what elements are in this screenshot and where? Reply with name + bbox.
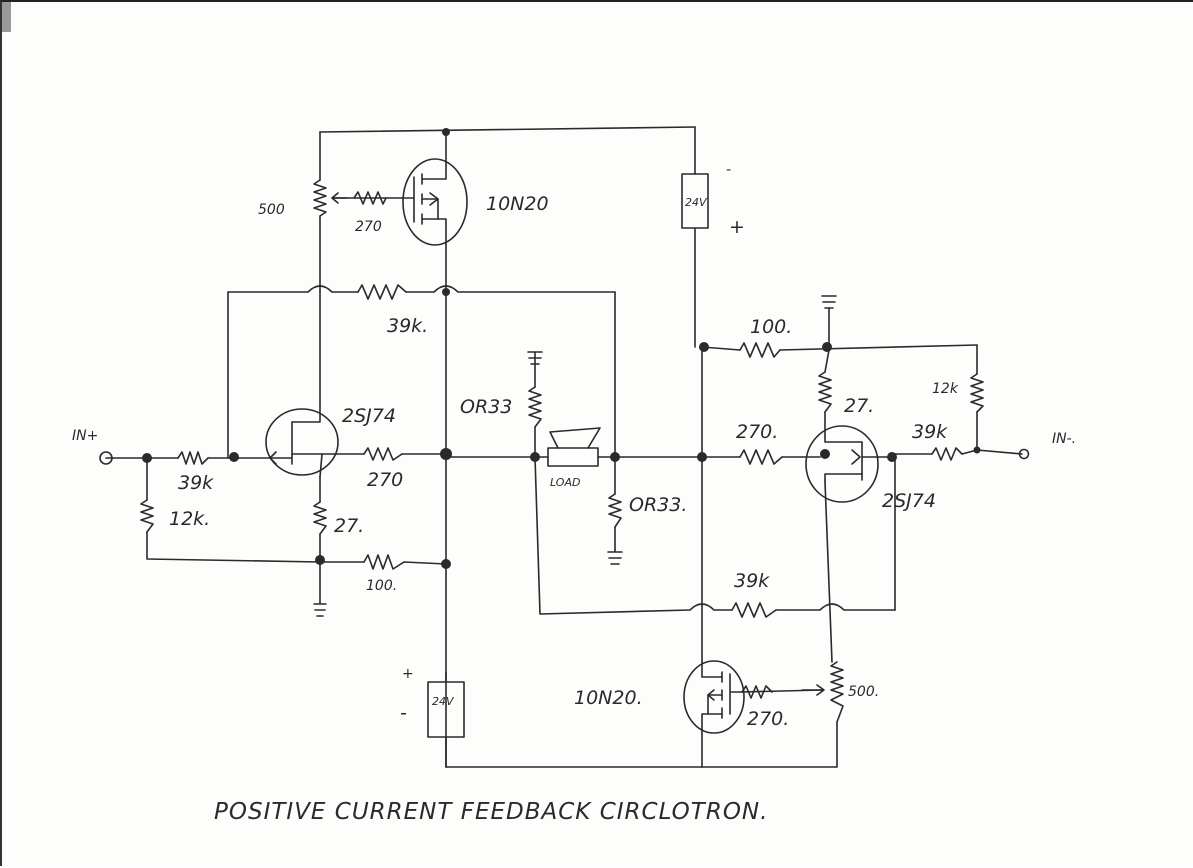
resistor-270-right-drain — [739, 449, 783, 465]
r-39k-out-label: 39k — [912, 421, 948, 443]
r-270-left-drain-label: 270 — [367, 469, 403, 491]
r-500-bottom-label: 500. — [848, 684, 879, 700]
r-0r33-top-label: OR33 — [460, 396, 512, 418]
mosfet-bottom-label: 10N20. — [574, 687, 643, 709]
supply-top — [681, 173, 709, 229]
mosfet-top-label: 10N20 — [486, 193, 549, 215]
r-12k-in-label: 12k. — [169, 508, 210, 530]
r-27-left-label: 27. — [334, 515, 364, 537]
in-plus-label: IN+ — [72, 428, 98, 444]
resistor-270-gate-bottom — [741, 685, 773, 699]
resistor-0r33-top — [528, 386, 542, 428]
supply-top-plus: + — [729, 216, 745, 238]
r-12k-right-label: 12k — [932, 381, 959, 397]
mosfet-bottom — [683, 660, 745, 734]
r-270-right-drain-label: 270. — [736, 421, 778, 443]
wires — [105, 126, 1023, 768]
ground-symbols — [313, 295, 837, 617]
supply-top-label: 24V — [685, 196, 708, 209]
resistor-100-left — [363, 554, 405, 570]
schematic-title: POSITIVE CURRENT FEEDBACK CIRCLOTRON. — [214, 799, 768, 825]
resistor-27-right — [818, 371, 832, 413]
r-270-gate-top-label: 270 — [355, 219, 382, 235]
load-speaker — [537, 427, 601, 467]
resistor-39k-bottom — [731, 602, 777, 618]
jfet-right — [805, 425, 896, 503]
resistor-39k-out — [931, 447, 963, 461]
r-100-left-label: 100. — [366, 578, 397, 594]
wiper-arrow-bottom — [801, 684, 825, 696]
resistor-symbols — [140, 179, 984, 723]
resistor-500-top — [313, 179, 327, 217]
jfet-left — [265, 406, 339, 478]
labels: IN+ IN-. 500 270 10N20 39k. 2SJ74 39k 12… — [72, 162, 1076, 825]
in-minus-terminal — [1018, 448, 1030, 460]
r-100-right-label: 100. — [750, 316, 792, 338]
in-minus-label: IN-. — [1052, 431, 1076, 447]
r-39k-in-label: 39k — [178, 472, 214, 494]
resistor-270-gate-top — [353, 191, 387, 205]
in-plus-terminal — [99, 451, 113, 465]
resistor-12k-right — [970, 373, 984, 413]
jfet-left-label: 2SJ74 — [342, 405, 396, 427]
supply-bottom-plus: + — [402, 666, 414, 682]
r-39k-top-label: 39k. — [387, 315, 428, 337]
ground-right — [821, 295, 837, 313]
supply-bottom-label: 24V — [432, 695, 455, 708]
resistor-39k-top — [357, 284, 407, 300]
terminals — [99, 448, 1030, 465]
junctions — [142, 128, 981, 569]
supply-top-minus: - — [726, 162, 731, 178]
ground-left — [313, 601, 327, 617]
scan-edge-mark — [2, 2, 11, 32]
resistor-0r33-bottom — [608, 493, 622, 528]
resistor-270-left-drain — [363, 447, 403, 461]
r-270-gate-bottom-label: 270. — [747, 708, 789, 730]
wiper-arrow-top — [331, 192, 348, 204]
mosfet-top — [401, 158, 468, 246]
resistor-500-bottom — [830, 661, 844, 723]
resistor-100-right — [739, 342, 781, 358]
resistor-12k-in — [140, 499, 154, 533]
r-27-right-label: 27. — [844, 395, 874, 417]
resistor-27-left — [313, 501, 327, 535]
r-500-top-label: 500 — [258, 202, 285, 218]
ground-0r33-top — [527, 351, 543, 365]
r-0r33-bottom-label: OR33. — [629, 494, 687, 516]
supply-bottom-minus: - — [400, 702, 407, 724]
load-label: LOAD — [550, 476, 580, 489]
supply-bottom — [427, 681, 465, 738]
jfet-right-label: 2SJ74 — [882, 490, 936, 512]
ground-0r33-bottom — [607, 549, 623, 565]
r-39k-bottom-label: 39k — [734, 570, 770, 592]
resistor-39k-in — [177, 451, 209, 465]
